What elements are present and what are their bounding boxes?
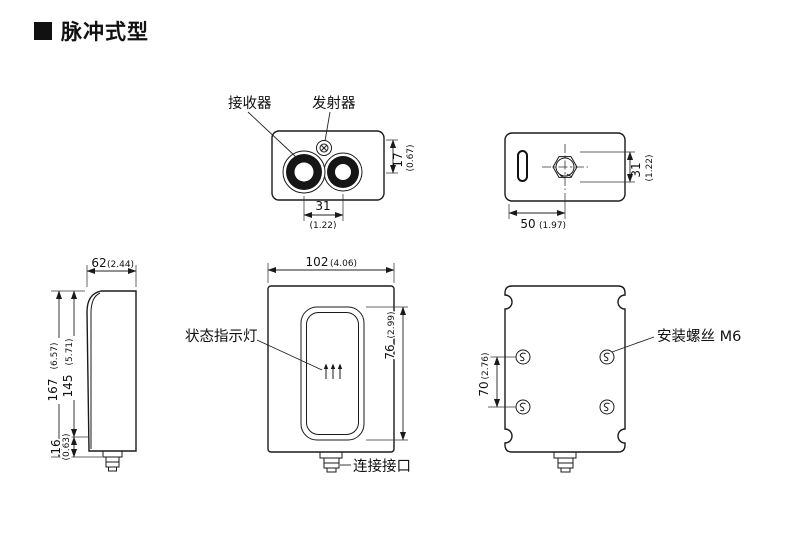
view-rear-top: 31 (1.22) 50 (1.97) (504, 132, 655, 231)
dim-167-inch: (6.57) (50, 342, 60, 369)
dim-62-inch: (2.44) (107, 260, 134, 270)
dim-145-mm: 145 (61, 375, 75, 398)
view-front: 状态指示灯 连接接口 102 (4.06) 76 (2 (185, 255, 411, 475)
mounting-slot (517, 150, 528, 182)
dim-17-mm: 17 (391, 152, 405, 167)
dim-16-mm: 16 (49, 439, 63, 454)
receiver-lens (282, 150, 326, 194)
dim-17-inch: (0.67) (406, 144, 416, 171)
side-front-contour (90, 292, 101, 449)
dim-76-inch: (2.99) (387, 311, 397, 338)
dim-31-height-inch: (1.22) (645, 154, 655, 181)
side-connector (102, 450, 123, 472)
dim-31-spacing-inch: (1.22) (309, 221, 336, 231)
dim-76-mm: 76 (383, 344, 397, 359)
dim-50: 50 (1.97) (508, 193, 566, 231)
transmitter-label: 发射器 (312, 95, 356, 112)
dim-31-spacing-mm: 31 (315, 199, 330, 213)
receiver-label: 接收器 (228, 95, 272, 112)
connector-label: 连接接口 (353, 458, 411, 475)
dim-102-inch: (4.06) (330, 259, 357, 269)
dim-145: 145 (5.71) (61, 290, 89, 438)
dim-16-inch: (0.63) (62, 433, 72, 460)
mount-screw-bottom-right (599, 399, 615, 415)
dim-102-mm: 102 (306, 255, 329, 269)
status-led-label: 状态指示灯 (185, 328, 258, 345)
status-led-leader-line (256, 339, 323, 371)
mount-screw-leader-line (611, 336, 655, 353)
section-title: 脉冲式型 (34, 16, 149, 46)
view-rear-bottom: 70 (2.76) 安装螺丝 M6 (476, 285, 741, 473)
status-led-marks (323, 363, 343, 379)
title-square-icon (34, 22, 52, 40)
rear-bottom-outline (504, 285, 626, 453)
dim-31-spacing: 31 (1.22) (303, 194, 344, 231)
dim-102: 102 (4.06) (267, 255, 395, 283)
receiver-leader-line (247, 111, 297, 158)
rear-connector (553, 451, 577, 473)
screw-head-icon (316, 140, 332, 156)
dim-50-mm: 50 (520, 217, 535, 231)
dim-17: 17 (0.67) (386, 139, 416, 174)
front-connector (319, 451, 343, 473)
side-outline (86, 290, 137, 452)
dim-62-mm: 62 (91, 256, 106, 270)
dim-31-height: 31 (1.22) (580, 151, 655, 183)
dim-16: 16 (0.63) (48, 432, 78, 462)
mount-screw-label: 安装螺丝 M6 (657, 328, 741, 345)
dim-167: 167 (6.57) (46, 290, 102, 458)
dim-31-height-mm: 31 (629, 162, 643, 177)
indicator-window-outer (300, 306, 365, 441)
dim-145-inch: (5.71) (65, 338, 75, 365)
dim-70: 70 (2.76) (476, 351, 516, 408)
dim-50-inch: (1.97) (539, 221, 566, 231)
view-lens-front: 接收器 发射器 17 (0.67) 31 (1.22) (228, 95, 416, 231)
mount-screw-top-right (599, 349, 615, 365)
indicator-window-inner (306, 312, 359, 435)
transmitter-leader-line (324, 111, 331, 142)
view-side: 62 (2.44) 167 (6.57) 145 (5.71) 16 (46, 256, 137, 472)
dim-70-inch: (2.76) (481, 352, 491, 379)
dim-167-mm: 167 (46, 379, 60, 402)
transmitter-lens (323, 152, 363, 192)
dim-70-mm: 70 (477, 381, 491, 396)
dim-76: 76 (2.99) (366, 306, 408, 441)
page-title: 脉冲式型 (61, 20, 149, 44)
hex-nut (542, 144, 588, 190)
dim-62: 62 (2.44) (86, 256, 137, 287)
